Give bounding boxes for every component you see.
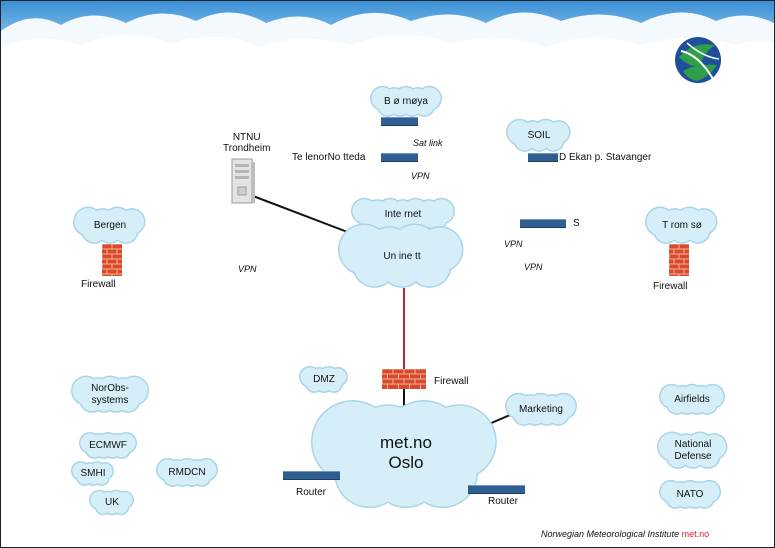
cloud-national-defense: National Defense — [657, 431, 729, 469]
footer-institute: Norwegian Meteorological Institute — [541, 529, 680, 539]
cloud-airfields: Airfields — [659, 383, 725, 415]
cloud-shape — [659, 479, 721, 509]
sky-cloud-header — [1, 1, 774, 76]
router-left-label: Router — [296, 487, 327, 498]
firewall-main-label: Firewall — [434, 376, 469, 387]
cloud-shape — [659, 383, 725, 415]
router-soil-icon — [528, 153, 558, 162]
firewall-tromso-label: Firewall — [653, 281, 688, 292]
cloud-label: NorObs- systems — [91, 383, 129, 406]
cloud-shape — [79, 431, 137, 459]
cloud-shape — [505, 392, 577, 426]
cloud-tromso: T rom sø — [645, 206, 719, 244]
cloud-shape — [73, 206, 146, 244]
cloud-label: NATO — [676, 489, 704, 500]
cloud-label: National Defense — [674, 439, 712, 462]
footer: Norwegian Meteorological Institute met.n… — [541, 529, 709, 539]
cloud-shape — [506, 118, 571, 152]
cloud-met-no-oslo: met.no Oslo — [311, 397, 501, 515]
router-svalbard-icon — [520, 219, 566, 228]
router-televerket-icon — [381, 153, 418, 162]
cloud-shape — [370, 85, 442, 117]
oslo-line-2: Oslo — [388, 453, 424, 472]
oslo-line-1: met.no — [380, 433, 432, 452]
firewall-bergen-icon — [102, 244, 122, 276]
cloud-label: B ø rnøya — [384, 96, 428, 107]
cloud-shape — [89, 489, 134, 516]
router-bjornoya-icon — [381, 117, 418, 126]
firewall-main-icon — [382, 369, 426, 389]
cloud-rmdcn: RMDCN — [156, 457, 218, 487]
cloud-shape — [645, 206, 718, 244]
televerket-label: Te lenorNo tteda — [292, 152, 366, 163]
router-left-icon — [283, 471, 340, 480]
cloud-label: SOIL — [527, 130, 551, 141]
cloud-label: Inte rnet — [384, 209, 422, 220]
cloud-bjornoya: B ø rnøya — [370, 85, 442, 117]
server-tower-icon — [231, 158, 255, 204]
cloud-marketing: Marketing — [505, 392, 577, 426]
cloud-label: Airfields — [674, 394, 710, 405]
router-right-label: Router — [488, 496, 519, 507]
cloud-label: ECMWF — [89, 440, 127, 451]
cloud-label: Un ine tt — [383, 251, 421, 262]
met-no-globe-logo-icon — [675, 37, 721, 83]
cloud-label: RMDCN — [168, 467, 206, 478]
cloud-shape — [657, 431, 728, 469]
cloud-label: Bergen — [93, 220, 127, 231]
vpn-right-2-label: VPN — [524, 262, 543, 272]
ntnu-internet-link — [252, 195, 359, 237]
vpn-center-label: VPN — [411, 171, 430, 181]
firewall-tromso-icon — [669, 244, 689, 276]
cloud-uk: UK — [89, 489, 135, 516]
cloud-ecmwf: ECMWF — [79, 431, 137, 459]
cloud-shape — [156, 457, 218, 487]
cloud-label: DMZ — [313, 374, 335, 385]
cloud-smhi: SMHI — [71, 461, 115, 487]
cloud-dmz: DMZ — [299, 365, 349, 393]
cloud-nato: NATO — [659, 479, 721, 509]
soil-site-label: D Ekan p. Stavanger — [559, 152, 652, 163]
cloud-label: Marketing — [519, 404, 563, 415]
vpn-left-label: VPN — [238, 264, 257, 274]
cloud-shape — [338, 223, 464, 288]
cloud-label: T rom sø — [662, 220, 702, 231]
svalbard-label: S — [573, 218, 580, 229]
firewall-bergen-label: Firewall — [81, 279, 116, 290]
cloud-label: SMHI — [80, 468, 106, 479]
footer-brand: met.no — [681, 529, 710, 539]
cloud-shape — [71, 461, 115, 486]
cloud-label: UK — [105, 497, 119, 508]
cloud-shape — [299, 365, 348, 393]
router-right-icon — [468, 485, 525, 494]
vpn-right-1-label: VPN — [504, 239, 523, 249]
cloud-soil: SOIL — [506, 118, 572, 152]
cloud-bergen: Bergen — [73, 206, 147, 244]
cloud-shape — [311, 400, 497, 509]
ntnu-label: NTNU Trondheim — [223, 132, 271, 154]
cloud-norobs: NorObs- systems — [71, 375, 149, 413]
cloud-uninett: Un ine tt — [338, 223, 466, 288]
cloud-shape — [71, 375, 149, 413]
satlink-label: Sat link — [413, 138, 443, 148]
